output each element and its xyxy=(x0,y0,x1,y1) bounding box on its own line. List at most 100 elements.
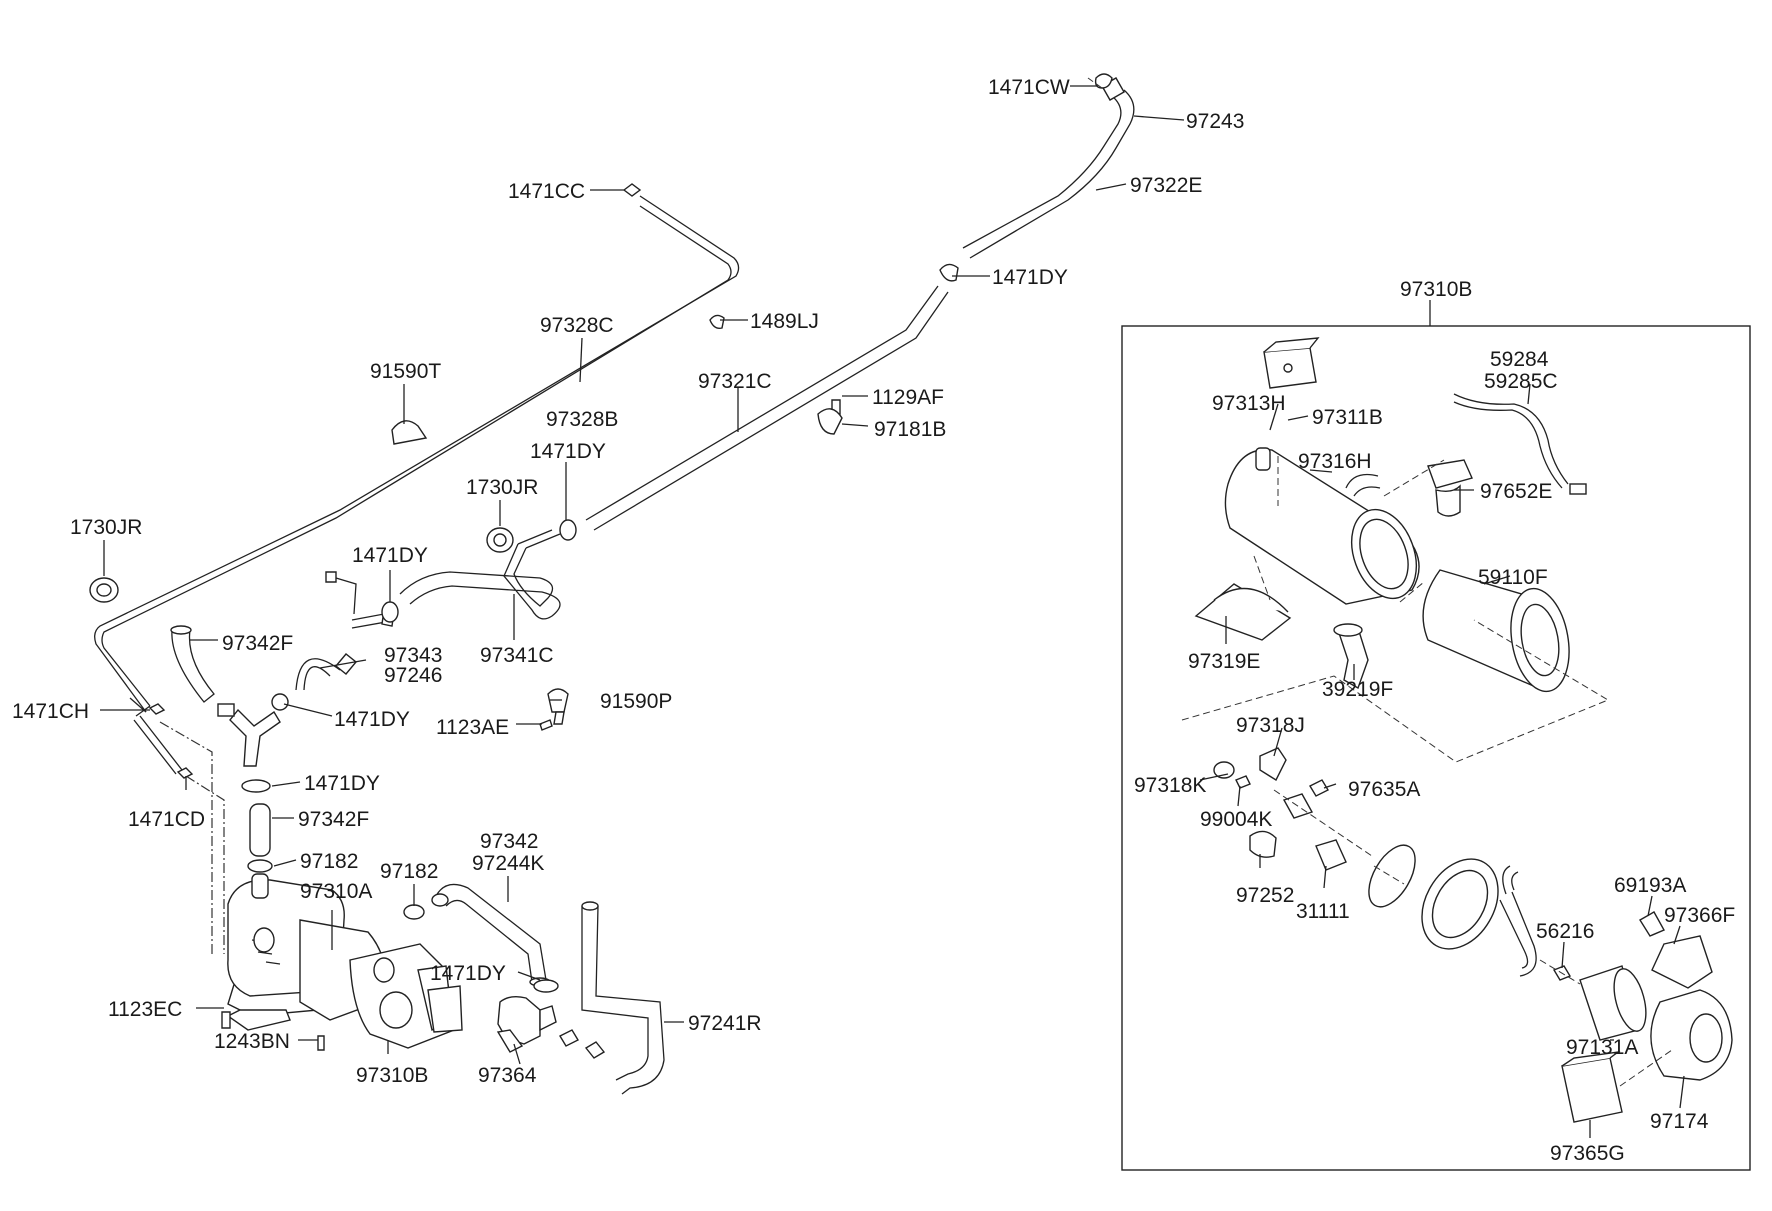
valve-97652e xyxy=(1427,459,1473,517)
label-97318k: 97318K xyxy=(1134,774,1206,797)
label-97310b-box: 97310B xyxy=(1400,278,1472,301)
pipe-97246 xyxy=(325,571,395,629)
pin-99004k xyxy=(1235,775,1251,789)
clamp-1471dy-b xyxy=(559,519,577,541)
screw-1243bn xyxy=(317,1035,325,1051)
clamp-1471dy-d xyxy=(271,693,289,711)
label-1471cc: 1471CC xyxy=(508,180,585,203)
motor-97131a xyxy=(1579,965,1647,1041)
label-39219f: 39219F xyxy=(1322,678,1393,701)
label-97364: 97364 xyxy=(478,1064,537,1087)
label-1471cd: 1471CD xyxy=(128,808,205,831)
label-1471dy-f: 1471DY xyxy=(430,962,506,985)
label-91590p: 91590P xyxy=(600,690,672,713)
valve-97364 xyxy=(496,995,606,1059)
label-97322e: 97322E xyxy=(1130,174,1202,197)
leader-lines xyxy=(100,85,1685,1138)
heater-assembly-97310a xyxy=(226,873,463,1049)
screw-1123ae xyxy=(539,719,553,731)
label-69193a: 69193A xyxy=(1614,874,1686,897)
label-1489lj: 1489LJ xyxy=(750,310,819,333)
label-97246: 97246 xyxy=(384,664,442,687)
grommet-1730jr-a xyxy=(89,577,119,603)
bracket-97319e xyxy=(1194,583,1292,641)
hose-97322e xyxy=(962,77,1135,259)
hose-97342f-upper xyxy=(170,625,215,703)
controller-97365g xyxy=(1561,1050,1623,1123)
label-97241r: 97241R xyxy=(688,1012,762,1035)
sensor-97252 xyxy=(1249,830,1277,858)
label-97182-a: 97182 xyxy=(300,850,358,873)
hose-97241r xyxy=(581,901,665,1095)
label-59284: 59284 xyxy=(1490,348,1549,371)
cover-97366f xyxy=(1651,935,1713,989)
label-97244k: 97244K xyxy=(472,852,544,875)
pipe-97328 xyxy=(94,195,740,775)
y-fitting xyxy=(217,703,281,767)
label-1471dy-d: 1471DY xyxy=(334,708,410,731)
disc-97318k xyxy=(1213,761,1235,779)
label-97174: 97174 xyxy=(1650,1110,1709,1133)
grommet-1730jr-b xyxy=(486,527,514,553)
elbow-39219f xyxy=(1333,623,1369,690)
label-97311b: 97311B xyxy=(1312,406,1383,429)
label-1730jr-b: 1730JR xyxy=(466,476,538,499)
label-31111: 31111 xyxy=(1296,900,1350,923)
label-97342f-b: 97342F xyxy=(298,808,369,831)
label-97341c: 97341C xyxy=(480,644,554,667)
label-97310b: 97310B xyxy=(356,1064,428,1087)
label-1471dy-c: 1471DY xyxy=(352,544,428,567)
label-99004k: 99004K xyxy=(1200,808,1272,831)
label-1129af: 1129AF xyxy=(872,386,944,409)
hose-97342f-lower xyxy=(249,803,271,857)
hose-97343 xyxy=(295,653,357,691)
label-1243bn: 1243BN xyxy=(214,1030,290,1053)
tube-bend xyxy=(1499,865,1537,977)
bracket-69193a xyxy=(1639,911,1665,937)
label-97342f-a: 97342F xyxy=(222,632,293,655)
bracket-91590t xyxy=(391,420,428,445)
bracket-97318j xyxy=(1259,747,1287,782)
label-1123ec: 1123EC xyxy=(108,998,182,1021)
label-97252: 97252 xyxy=(1236,884,1294,907)
label-97319e: 97319E xyxy=(1188,650,1260,673)
label-1123ae: 1123AE xyxy=(436,716,509,739)
clamp-1471dy-c xyxy=(381,601,399,623)
label-97313h: 97313H xyxy=(1212,392,1286,415)
switch-31111 xyxy=(1315,839,1347,871)
label-1471dy-e: 1471DY xyxy=(304,772,380,795)
label-1730jr-a: 1730JR xyxy=(70,516,142,539)
heater-body-97316h xyxy=(1224,447,1420,605)
screw-1123ec xyxy=(221,1011,231,1029)
clip-1471ch xyxy=(148,703,166,715)
clip-97181b xyxy=(817,408,843,435)
label-97365g: 97365G xyxy=(1550,1142,1625,1165)
sensor-59284 xyxy=(1453,393,1587,495)
detail-box-97310b xyxy=(1121,325,1751,1171)
fan-housing-97174 xyxy=(1650,989,1733,1081)
label-1471dy-b: 1471DY xyxy=(530,440,606,463)
label-56216: 56216 xyxy=(1536,920,1594,943)
plug-97635a xyxy=(1309,779,1329,797)
label-1471dy-a: 1471DY xyxy=(992,266,1068,289)
label-1471ch: 1471CH xyxy=(12,700,89,723)
clip-1489lj xyxy=(709,314,725,330)
label-97652e: 97652E xyxy=(1480,480,1552,503)
label-59110f: 59110F xyxy=(1478,566,1548,589)
label-97321c: 97321C xyxy=(698,370,772,393)
clamp-1471dy-e xyxy=(241,779,271,793)
housing-ring xyxy=(1421,858,1499,950)
clamp-1471dy-f xyxy=(533,979,559,993)
label-97316h: 97316H xyxy=(1298,450,1372,473)
label-97182-b: 97182 xyxy=(380,860,438,883)
label-97635a: 97635A xyxy=(1348,778,1420,801)
label-1471cw: 1471CW xyxy=(988,76,1070,99)
label-97366f: 97366F xyxy=(1664,904,1735,927)
burner-tube-59110f xyxy=(1422,569,1570,693)
cover-block xyxy=(1263,337,1320,389)
label-97343: 97343 xyxy=(384,644,442,667)
label-97318j: 97318J xyxy=(1236,714,1305,737)
clip-1471cc xyxy=(622,183,642,197)
clamp-97182-a xyxy=(247,859,273,873)
